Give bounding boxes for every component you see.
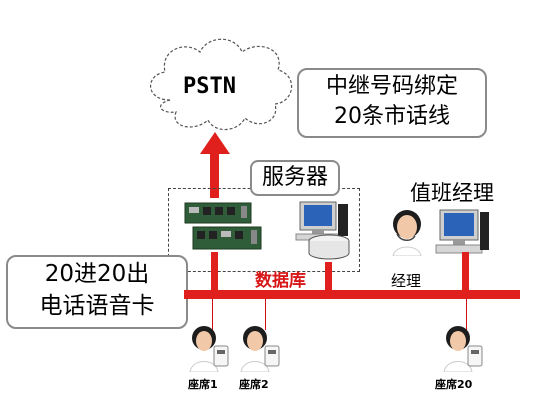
uplink-arrowhead (200, 132, 230, 154)
database-label: 数据库 (255, 271, 306, 291)
trunk-binding-line1: 中继号码绑定 (325, 74, 458, 99)
manager-computer-icon (435, 209, 489, 254)
trunk-binding-box: 中继号码绑定 20条市话线 (297, 68, 487, 138)
server-label: 服务器 (261, 165, 328, 190)
seat1-wire (212, 298, 213, 330)
seat20-wire (466, 298, 467, 330)
manager-to-bus-wire (462, 252, 469, 296)
seat2-label: 座席2 (239, 378, 269, 391)
duty-manager-label: 值班经理 (410, 181, 494, 205)
manager-label: 经理 (391, 272, 422, 290)
seat20-agent-icon (443, 326, 483, 372)
db-to-bus-wire (325, 262, 332, 296)
voice-card-line2: 电话语音卡 (39, 293, 155, 319)
voice-card-label-box: 20进20出 电话语音卡 (6, 255, 188, 329)
voice-card-line1: 20进20出 (44, 261, 150, 287)
seat20-label: 座席20 (435, 378, 473, 391)
seat1-agent-icon (189, 326, 229, 372)
card-to-bus-wire (211, 252, 218, 298)
seat1-label: 座席1 (188, 378, 218, 391)
pstn-cloud (150, 38, 293, 131)
trunk-binding-line2: 20条市话线 (334, 104, 450, 129)
database-icon (308, 234, 350, 260)
uplink-arrow-shaft (210, 150, 219, 198)
lan-bus (184, 290, 520, 299)
manager-avatar (392, 210, 422, 256)
server-label-box: 服务器 (250, 160, 340, 196)
voice-card-boards-icon (184, 202, 262, 250)
pstn-label: PSTN (183, 74, 236, 99)
seat2-wire (265, 298, 266, 330)
seat2-agent-icon (240, 326, 280, 372)
